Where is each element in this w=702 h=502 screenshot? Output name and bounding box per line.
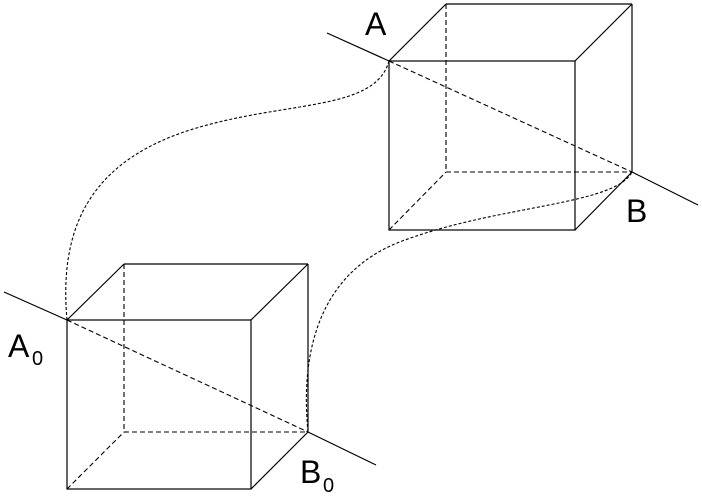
- cube-upper-edge-bottom-right: [574, 171, 633, 231]
- label-A0-subscript: 0: [32, 348, 43, 370]
- line-AB-inside-cube: [388, 60, 633, 173]
- cube-lower-front-face: [66, 319, 252, 490]
- cube-lower-edge-top-right: [250, 263, 309, 321]
- line-A0B0-inside-cube: [66, 319, 309, 433]
- cube-upper-hidden-depth: [388, 171, 447, 231]
- cube-lower-hidden-depth: [66, 431, 125, 490]
- label-B0: B 0: [300, 454, 334, 497]
- cube-lower-edge-bottom-right: [250, 431, 309, 490]
- cube-lower: [3, 263, 377, 490]
- cube-upper-front-face: [388, 60, 576, 231]
- cube-upper: [326, 3, 699, 231]
- label-A: A: [365, 6, 387, 42]
- label-B0-main: B: [300, 454, 321, 490]
- label-B: B: [626, 193, 647, 229]
- line-A0B0-outer-right: [307, 431, 377, 466]
- curve-A0-to-A: [65, 60, 390, 321]
- cube-upper-edge-top-right: [574, 3, 633, 62]
- line-A0B0-outer-left: [3, 291, 68, 321]
- cube-upper-edge-top-left: [388, 3, 447, 62]
- line-AB-outer-left: [326, 32, 390, 62]
- cube-lower-edge-top-left: [66, 263, 125, 321]
- label-B0-subscript: 0: [323, 475, 334, 497]
- label-A0: A 0: [8, 328, 43, 370]
- line-AB-outer-right: [631, 171, 699, 206]
- curve-B0-to-B: [305, 171, 633, 433]
- label-A0-main: A: [8, 328, 30, 364]
